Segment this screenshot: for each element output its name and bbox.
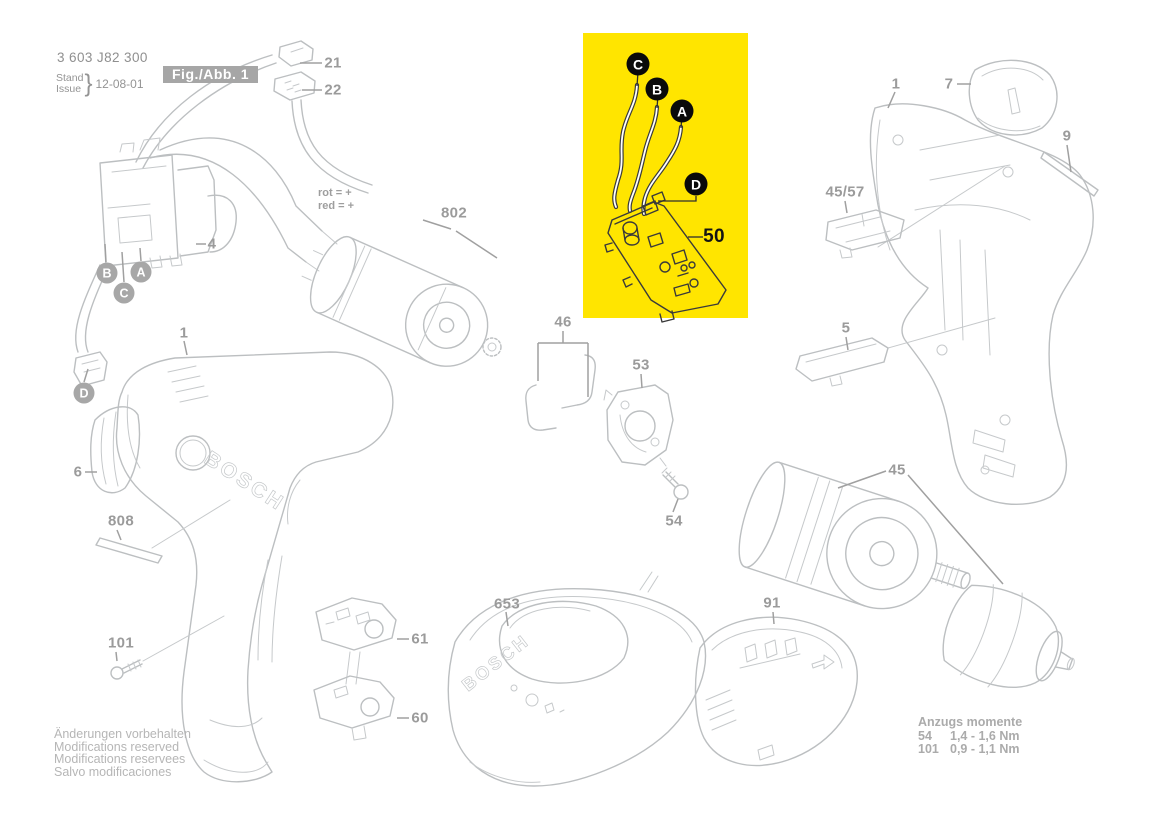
- part-label-91: 91: [763, 594, 781, 612]
- gearbox-45-art: [738, 461, 971, 610]
- part-label-50: 50: [703, 226, 725, 247]
- stand-label: Stand: [56, 72, 84, 84]
- torque-ref-101: 101: [918, 742, 939, 756]
- drill-body-art: BOSCH: [115, 351, 394, 783]
- issue-block: Stand Issue } 12-08-01: [56, 69, 144, 98]
- callout-a-switch: A: [130, 261, 152, 283]
- cap-7-art: [968, 59, 1058, 136]
- part-label-1-left: 1: [179, 324, 189, 342]
- part-label-1-right: 1: [891, 75, 901, 93]
- part-label-9: 9: [1062, 127, 1072, 145]
- latch-61-art: [315, 597, 397, 685]
- cables-art: [135, 40, 373, 272]
- part-label-46: 46: [554, 313, 572, 331]
- strip-9-art: [1040, 151, 1099, 197]
- switch-50-art: [604, 71, 727, 323]
- figure-badge: Fig./Abb. 1: [163, 66, 259, 83]
- brace-glyph: }: [84, 69, 93, 98]
- battery-91-art: [694, 616, 858, 767]
- part-label-101: 101: [108, 634, 134, 652]
- disclaimer-line-fr: Modifications reservees: [54, 752, 186, 767]
- part-label-60: 60: [411, 709, 429, 727]
- part-label-4: 4: [207, 235, 217, 253]
- drill-brand-text: BOSCH: [200, 447, 289, 516]
- callout-b-highlight: B: [645, 77, 669, 101]
- part-label-22: 22: [324, 81, 342, 99]
- disclaimer-block: Änderungen vorbehalten Modifications res…: [54, 728, 191, 778]
- callout-d-highlight: D: [684, 172, 708, 196]
- part-label-53: 53: [632, 356, 650, 374]
- callout-a-highlight: A: [670, 99, 694, 123]
- disclaimer-line-de: Änderungen vorbehalten: [54, 727, 191, 741]
- slide-4557-art: [825, 209, 905, 259]
- torque-value-101: 0,9 - 1,1 Nm: [950, 742, 1020, 756]
- torque-title: Anzugs momente: [918, 715, 1023, 729]
- housing-right-art: [869, 103, 1094, 506]
- torque-row-54: 54 1,4 - 1,6 Nm: [918, 728, 1022, 744]
- part-label-61: 61: [411, 630, 429, 648]
- part-label-808: 808: [108, 512, 134, 530]
- cap-6-art: [90, 406, 141, 494]
- plate-5-art: [795, 337, 889, 387]
- callout-c-highlight: C: [626, 52, 650, 76]
- torque-row-101: 101 0,9 - 1,1 Nm: [918, 742, 1022, 757]
- leader-lines: [83, 62, 1072, 719]
- part-label-21: 21: [324, 54, 342, 72]
- disclaimer-line-en: Modifications reserved: [54, 739, 180, 754]
- part-label-54: 54: [665, 512, 683, 530]
- motor-802-art: [301, 235, 502, 367]
- callout-d-switch: D: [73, 382, 95, 404]
- document-part-number: 3 603 J82 300: [57, 50, 148, 65]
- part-label-45-57: 45/57: [825, 183, 865, 201]
- latch-60-art: [313, 675, 395, 741]
- part-label-653: 653: [494, 595, 520, 613]
- screw-101-art: [110, 615, 225, 680]
- part-label-802: 802: [441, 204, 467, 222]
- charger-brand-text: BOSCH: [458, 630, 533, 695]
- issue-label: Issue: [56, 83, 82, 95]
- screw-54-art: [661, 467, 689, 500]
- clips-46-art: [525, 354, 596, 431]
- switch-4-art: [73, 137, 237, 387]
- part-label-5: 5: [841, 319, 851, 337]
- chuck-art: [942, 584, 1075, 688]
- charger-653-art: BOSCH: [447, 571, 707, 787]
- callout-b-switch: B: [96, 262, 118, 284]
- wiring-note-red: red = +: [318, 200, 355, 212]
- part-label-6: 6: [73, 463, 83, 481]
- plate-53-art: [603, 384, 674, 467]
- torque-table: Anzugs momente 54 1,4 - 1,6 Nm 101 0,9 - 1…: [918, 715, 1023, 757]
- torque-ref-54: 54: [918, 728, 932, 743]
- strip-808-art: [95, 499, 231, 564]
- disclaimer-line-es: Salvo modificaciones: [54, 764, 172, 779]
- issue-date: 12-08-01: [95, 77, 144, 91]
- wiring-note: rot = + red = +: [318, 187, 354, 213]
- part-label-45: 45: [888, 461, 906, 479]
- wiring-note-rot: rot = +: [318, 187, 352, 199]
- part-label-7: 7: [944, 75, 954, 93]
- callout-c-switch: C: [113, 282, 135, 304]
- torque-value-54: 1,4 - 1,6 Nm: [950, 728, 1020, 743]
